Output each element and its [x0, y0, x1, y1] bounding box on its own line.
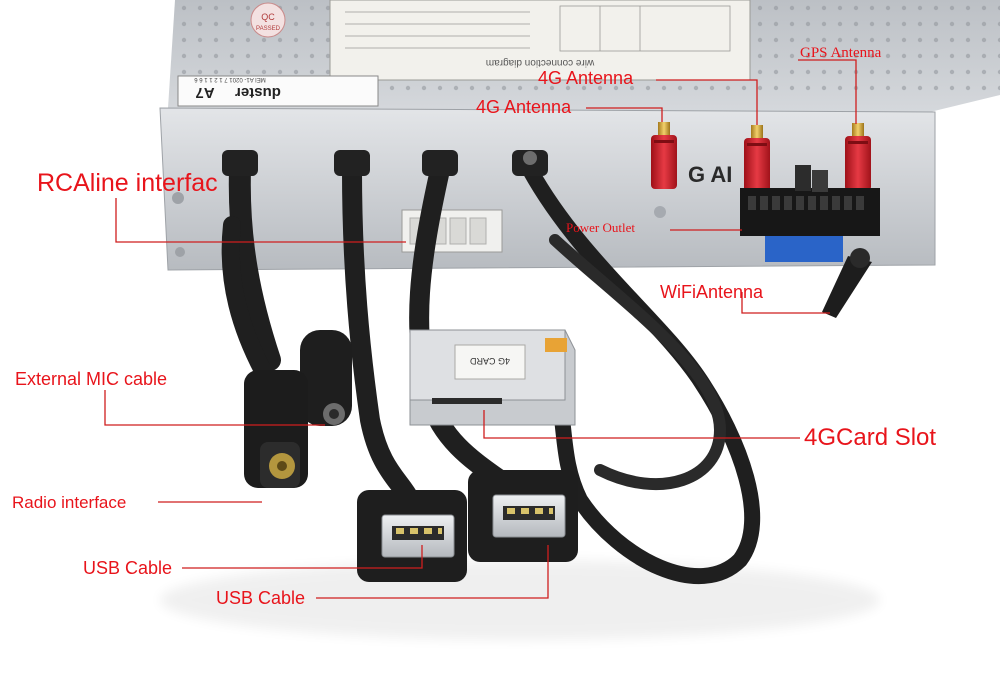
qc-badge-label: QC — [261, 12, 275, 22]
unit-top-panel: wire connection diagram QC PASSED duster… — [168, 0, 1000, 112]
qc-badge-sub: PASSED — [256, 26, 281, 32]
callout-4g-antenna-a: 4G Antenna — [538, 68, 634, 88]
antenna-4g-right — [744, 125, 770, 194]
mic-jack — [300, 330, 352, 426]
model-sticker-serial: MEI A1- 0201 7 1 2 1 1 6 6 — [194, 76, 266, 82]
callout-power-outlet: Power Outlet — [566, 220, 635, 235]
card-module: 4G CARD — [409, 329, 576, 426]
callout-rca-line: RCAline interfac — [37, 169, 218, 197]
callout-wifi-antenna: WiFiAntenna — [660, 282, 764, 302]
model-sticker-model: A7 — [195, 84, 214, 101]
radio-antenna-connector — [244, 370, 308, 488]
leader-wifi — [741, 292, 830, 314]
callout-usb-cable-2: USB Cable — [216, 588, 306, 608]
model-sticker-brand: duster — [235, 84, 281, 101]
model-sticker — [177, 75, 379, 107]
leader-gps-antenna — [798, 59, 857, 124]
usb-port-icon — [357, 470, 578, 582]
leader-usb-1 — [182, 545, 423, 569]
antenna-gps — [845, 123, 871, 191]
wifi-antenna-icon — [822, 248, 872, 318]
card-slot — [432, 398, 502, 404]
callout-usb-cable-1: USB Cable — [83, 558, 173, 578]
antenna-panel-label: G AI — [688, 162, 732, 187]
callout-external-mic: External MIC cable — [15, 369, 168, 389]
callout-card-slot: 4GCard Slot — [804, 424, 937, 451]
leader-4g-a — [656, 79, 758, 125]
leader-rca-line — [115, 198, 406, 243]
qc-badge — [250, 2, 286, 38]
leader-usb-2 — [316, 545, 549, 599]
wiring-diagram-title: wire connection diagram — [486, 57, 595, 68]
antenna-4g-left — [651, 122, 677, 189]
leader-card-slot — [483, 410, 800, 439]
rca-connector-icon — [222, 150, 548, 176]
callout-4g-antenna-b: 4G Antenna — [476, 97, 572, 117]
leader-4g-b — [586, 107, 663, 122]
callout-gps-antenna: GPS Antenna — [800, 45, 882, 61]
leader-external-mic — [104, 390, 325, 426]
power-outlet-connector — [740, 165, 880, 262]
callout-radio-interface: Radio interface — [12, 493, 127, 512]
card-module-label: 4G CARD — [469, 356, 510, 366]
callout-lines — [104, 59, 857, 599]
